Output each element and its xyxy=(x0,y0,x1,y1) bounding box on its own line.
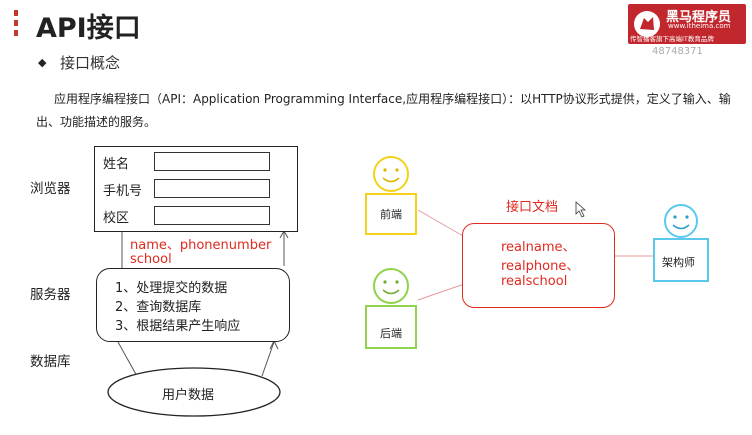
database-label: 用户数据 xyxy=(162,388,215,403)
brand-url: www.itheima.com xyxy=(668,22,731,30)
result-line xyxy=(261,341,275,377)
frontend-link-line xyxy=(417,209,471,241)
title-accent-mark xyxy=(14,20,18,26)
watermark: 48748371 xyxy=(652,46,703,57)
brand-slogan: 传智播客旗下高端IT教育品牌 xyxy=(630,35,714,43)
campus-input[interactable] xyxy=(154,206,270,225)
query-line xyxy=(117,341,139,379)
brand-name: 黑马程序员 xyxy=(666,10,732,25)
mouse-cursor-icon xyxy=(575,201,587,218)
api-doc-title: 接口文档 xyxy=(506,200,559,215)
backend-person: 后端 xyxy=(364,268,418,350)
server-step: 1、处理提交的数据 xyxy=(115,281,228,296)
phone-input[interactable] xyxy=(154,179,270,198)
role-label-frontend: 前端 xyxy=(380,208,402,221)
frontend-smiley-icon xyxy=(365,156,417,235)
database-ellipse xyxy=(107,367,281,417)
backend-smiley-icon xyxy=(365,268,417,349)
request-params-line1: name、phonenumber xyxy=(130,238,272,253)
subtitle: 接口概念 xyxy=(60,54,121,72)
diamond-bullet-icon: ◆ xyxy=(38,56,47,69)
doc-field: realschool xyxy=(501,274,568,289)
doc-field: realname、 xyxy=(501,240,576,255)
backend-link-line xyxy=(417,281,471,301)
architect-smiley-icon xyxy=(653,204,709,282)
brand-logo: 黑马程序员 www.itheima.com 传智播客旗下高端IT教育品牌 xyxy=(628,4,746,44)
server-box: 1、处理提交的数据 2、查询数据库 3、根据结果产生响应 xyxy=(96,268,290,342)
layer-label-server: 服务器 xyxy=(30,287,71,303)
doc-field: realphone、 xyxy=(501,259,580,274)
form-label-campus: 校区 xyxy=(103,211,130,226)
request-params-line2: school xyxy=(130,252,172,267)
horse-logo-icon xyxy=(634,11,660,37)
layer-label-browser: 浏览器 xyxy=(30,181,71,197)
title-accent-mark xyxy=(14,30,18,36)
role-label-backend: 后端 xyxy=(380,327,402,340)
name-input[interactable] xyxy=(154,152,270,171)
server-step: 2、查询数据库 xyxy=(115,300,202,315)
form-label-name: 姓名 xyxy=(103,157,130,172)
api-doc-box: realname、 realphone、 realschool xyxy=(462,223,615,308)
layer-label-database: 数据库 xyxy=(30,354,71,370)
architect-person: 架构师 xyxy=(652,204,710,284)
frontend-person: 前端 xyxy=(364,156,418,236)
title-accent-mark xyxy=(14,10,18,16)
description-text: 应用程序编程接口（API：Application Programming Int… xyxy=(36,92,731,129)
slide-title: API接口 xyxy=(36,13,141,44)
server-step: 3、根据结果产生响应 xyxy=(115,319,241,334)
form-label-phone: 手机号 xyxy=(103,184,143,199)
role-label-architect: 架构师 xyxy=(662,256,695,269)
